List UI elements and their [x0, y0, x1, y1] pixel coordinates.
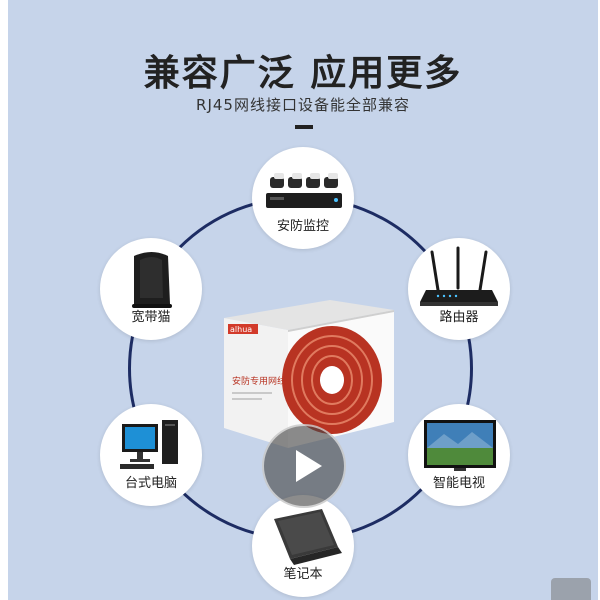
router-icon — [420, 246, 498, 306]
device-node-desktop: 台式电脑 — [100, 404, 202, 506]
smart-tv-icon — [424, 420, 496, 471]
desktop-computer-icon — [120, 420, 178, 469]
brand-logo-text: alhua — [230, 325, 252, 334]
video-play-button[interactable] — [262, 424, 346, 508]
device-node-tv: 智能电视 — [408, 404, 510, 506]
device-node-modem: 宽带猫 — [100, 238, 202, 340]
corner-badge — [551, 578, 591, 600]
banner-title: 兼容广泛 应用更多 — [143, 53, 463, 94]
laptop-icon — [274, 509, 342, 565]
banner-subtitle: RJ45网线接口设备能全部兼容 — [196, 96, 410, 114]
device-label: 宽带猫 — [131, 310, 171, 325]
device-label: 智能电视 — [432, 476, 485, 491]
device-label: 笔记本 — [283, 567, 323, 582]
title-divider — [295, 125, 313, 129]
device-node-laptop: 笔记本 — [252, 495, 354, 597]
cable-box-image: alhua 安防专用网线 — [214, 292, 404, 456]
broadband-modem-icon — [132, 252, 172, 308]
play-icon — [296, 450, 322, 482]
cctv-camera-nvr-icon — [266, 173, 342, 208]
box-product-label: 安防专用网线 — [232, 375, 286, 387]
device-label: 路由器 — [439, 310, 479, 325]
device-label: 安防监控 — [276, 219, 329, 234]
device-node-security: 安防监控 — [252, 147, 354, 249]
product-banner: 兼容广泛 应用更多 RJ45网线接口设备能全部兼容 安防监控 — [8, 0, 598, 600]
device-node-router: 路由器 — [408, 238, 510, 340]
device-label: 台式电脑 — [124, 476, 177, 491]
